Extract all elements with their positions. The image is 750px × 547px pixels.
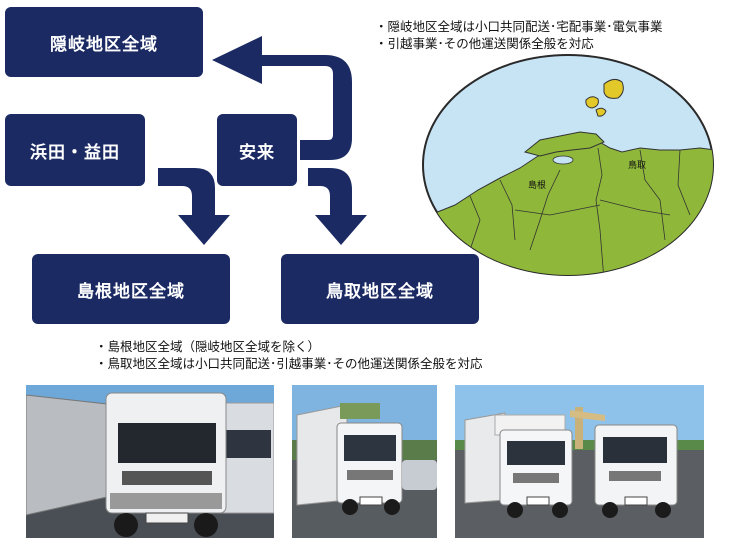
arrow-yasugi-to-oki xyxy=(212,36,352,160)
note-oki-services: ・隠岐地区全域は小口共同配送･宅配事業･電気事業 ・引越事業･その他運送関係全般… xyxy=(375,18,663,52)
note-line: ・鳥取地区全域は小口共同配送･引越事業･その他運送関係全般を対応 xyxy=(95,356,483,371)
arrow-hamada-to-shimane xyxy=(158,168,230,245)
truck-photo-large xyxy=(26,385,274,538)
note-mainland-services: ・島根地区全域（隠岐地区全域を除く） ・鳥取地区全域は小口共同配送･引越事業･そ… xyxy=(95,338,483,372)
map-borders xyxy=(469,147,691,275)
map-lake xyxy=(552,155,574,165)
region-box-tottori: 鳥取地区全域 xyxy=(281,254,479,324)
map-label-tottori: 鳥取 xyxy=(628,159,646,171)
arrow-yasugi-to-tottori xyxy=(308,168,367,245)
region-box-shimane: 島根地区全域 xyxy=(32,254,230,324)
map-label-shimane: 島根 xyxy=(528,179,546,191)
map-peninsula xyxy=(523,131,605,157)
map-oki-islands xyxy=(585,78,624,117)
truck-photo-medium xyxy=(292,385,437,538)
note-line: ・隠岐地区全域は小口共同配送･宅配事業･電気事業 xyxy=(375,19,663,34)
region-box-yasugi: 安来 xyxy=(217,114,297,186)
note-line: ・島根地区全域（隠岐地区全域を除く） xyxy=(95,339,321,354)
note-line: ・引越事業･その他運送関係全般を対応 xyxy=(375,36,594,51)
region-box-oki: 隠岐地区全域 xyxy=(5,7,203,77)
region-box-hamada-masuda: 浜田・益田 xyxy=(5,114,145,186)
truck-photo-pair xyxy=(455,385,704,538)
